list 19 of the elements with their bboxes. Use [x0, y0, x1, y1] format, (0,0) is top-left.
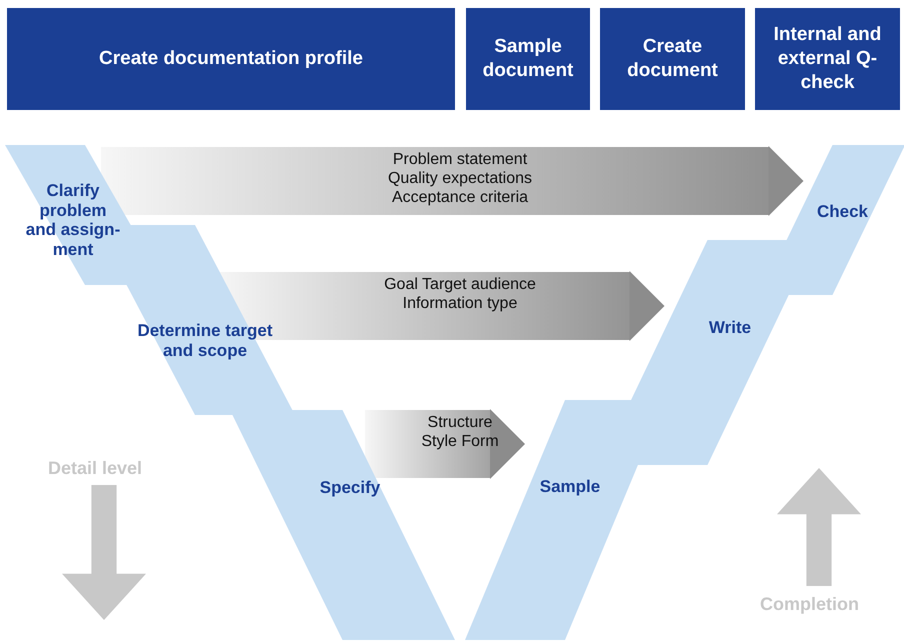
phase-label: Check: [816, 202, 870, 222]
header-text: Create documentation profile: [98, 47, 364, 71]
header-text: Internal and external Q-check: [772, 23, 882, 95]
phase-label: Sample: [538, 477, 602, 497]
header-bar: [755, 8, 900, 110]
edge-label: Problem statement Quality expectations Acceptance criteria: [386, 151, 534, 208]
phase-label: Write: [708, 318, 752, 338]
header-bar: [600, 8, 745, 110]
phase-label: Specify: [318, 478, 382, 498]
phase-label: Determine target and scope: [136, 321, 274, 360]
edge-label: Structure Style Form: [420, 414, 500, 452]
phase-label: Clarify problem and assign-ment: [24, 181, 122, 260]
arrow: [365, 409, 525, 479]
header-bar: [466, 8, 590, 110]
header-bar: [7, 8, 455, 110]
header-text: Sample document: [482, 35, 574, 83]
edge-label: Goal Target audience Information type: [383, 276, 537, 314]
header-text: Create document: [626, 35, 719, 83]
arrow: [101, 146, 804, 216]
